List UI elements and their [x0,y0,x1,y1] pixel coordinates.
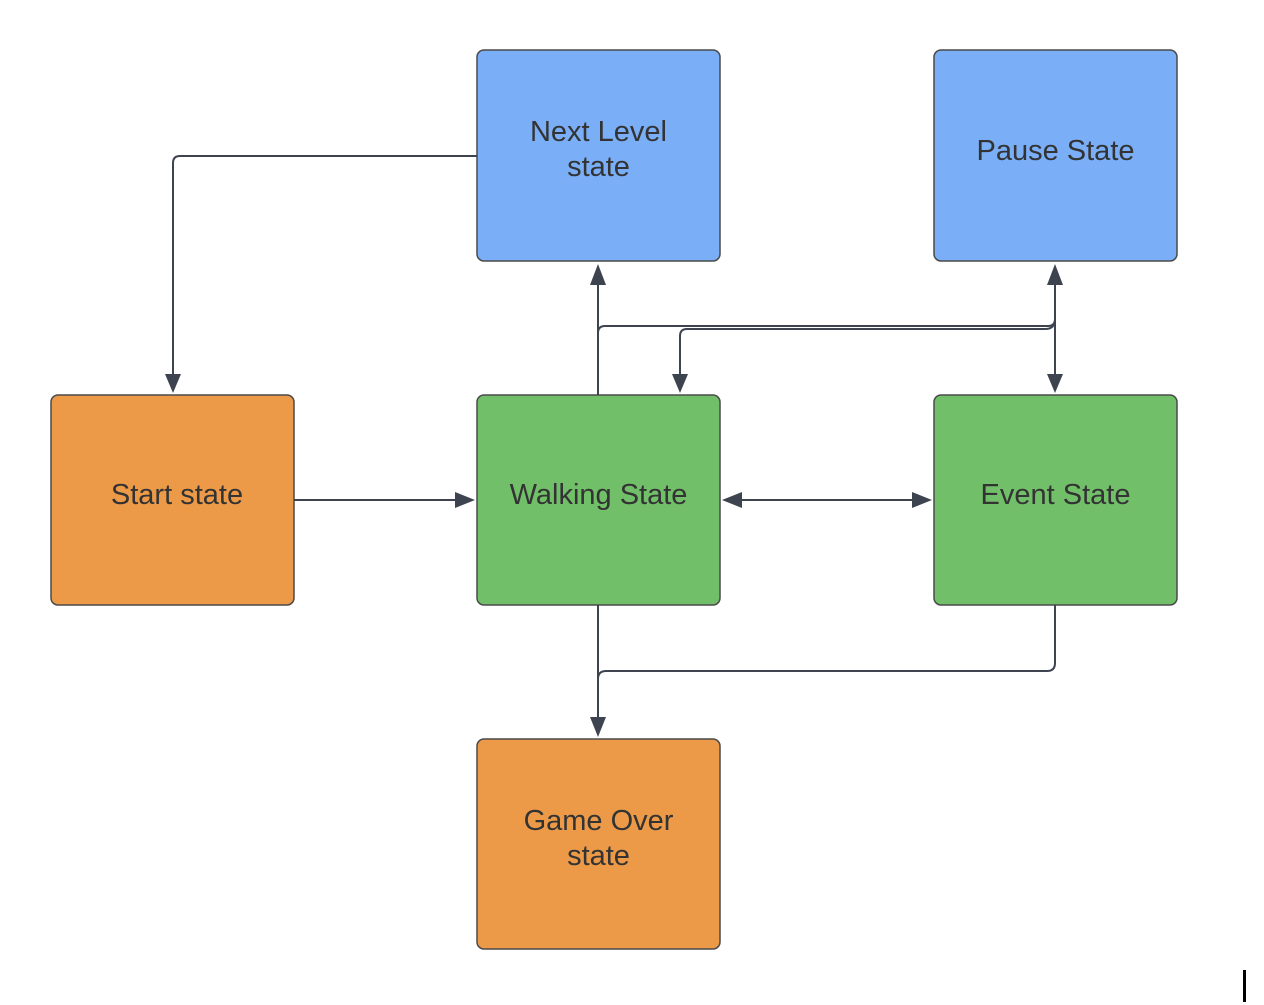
node-pause-state[interactable]: Pause State [933,49,1178,262]
event-state-label: Event State [981,479,1131,511]
next-level-state-label-line1: Next Level [530,116,667,148]
game-over-state-label-line2: state [567,840,630,872]
edge-next-level-to-start [172,155,477,376]
arrowhead-into-walking-left [455,492,475,508]
walking-state-label: Walking State [510,479,688,511]
node-event-state[interactable]: Event State [933,394,1178,606]
edge-walking-to-pause [597,283,1056,334]
arrowhead-into-game-over [590,717,606,737]
pause-state-label: Pause State [977,135,1135,167]
node-walking-state[interactable]: Walking State [476,394,721,606]
game-over-state-label-line1: Game Over [524,805,674,837]
arrowhead-into-pause [1047,264,1063,285]
arrowhead-into-next-level [590,264,606,285]
edge-event-to-game-over [597,605,1056,680]
arrowhead-into-walking-right [722,492,742,508]
node-next-level-state[interactable]: Next Level state [476,49,721,262]
text-cursor [1243,970,1246,1002]
start-state-label: Start state [111,479,243,511]
node-start-state[interactable]: Start state [50,394,295,606]
edge-pause-to-walking [679,318,1056,376]
next-level-state-label-line2: state [567,151,630,183]
game-over-state-box [476,738,721,950]
arrowhead-into-event-top [1047,374,1063,393]
arrowhead-into-walking-top [672,374,688,393]
arrowhead-into-start [165,374,181,393]
node-game-over-state[interactable]: Game Over state [476,738,721,950]
arrowhead-into-event-left [912,492,932,508]
pause-state-box [933,49,1178,262]
